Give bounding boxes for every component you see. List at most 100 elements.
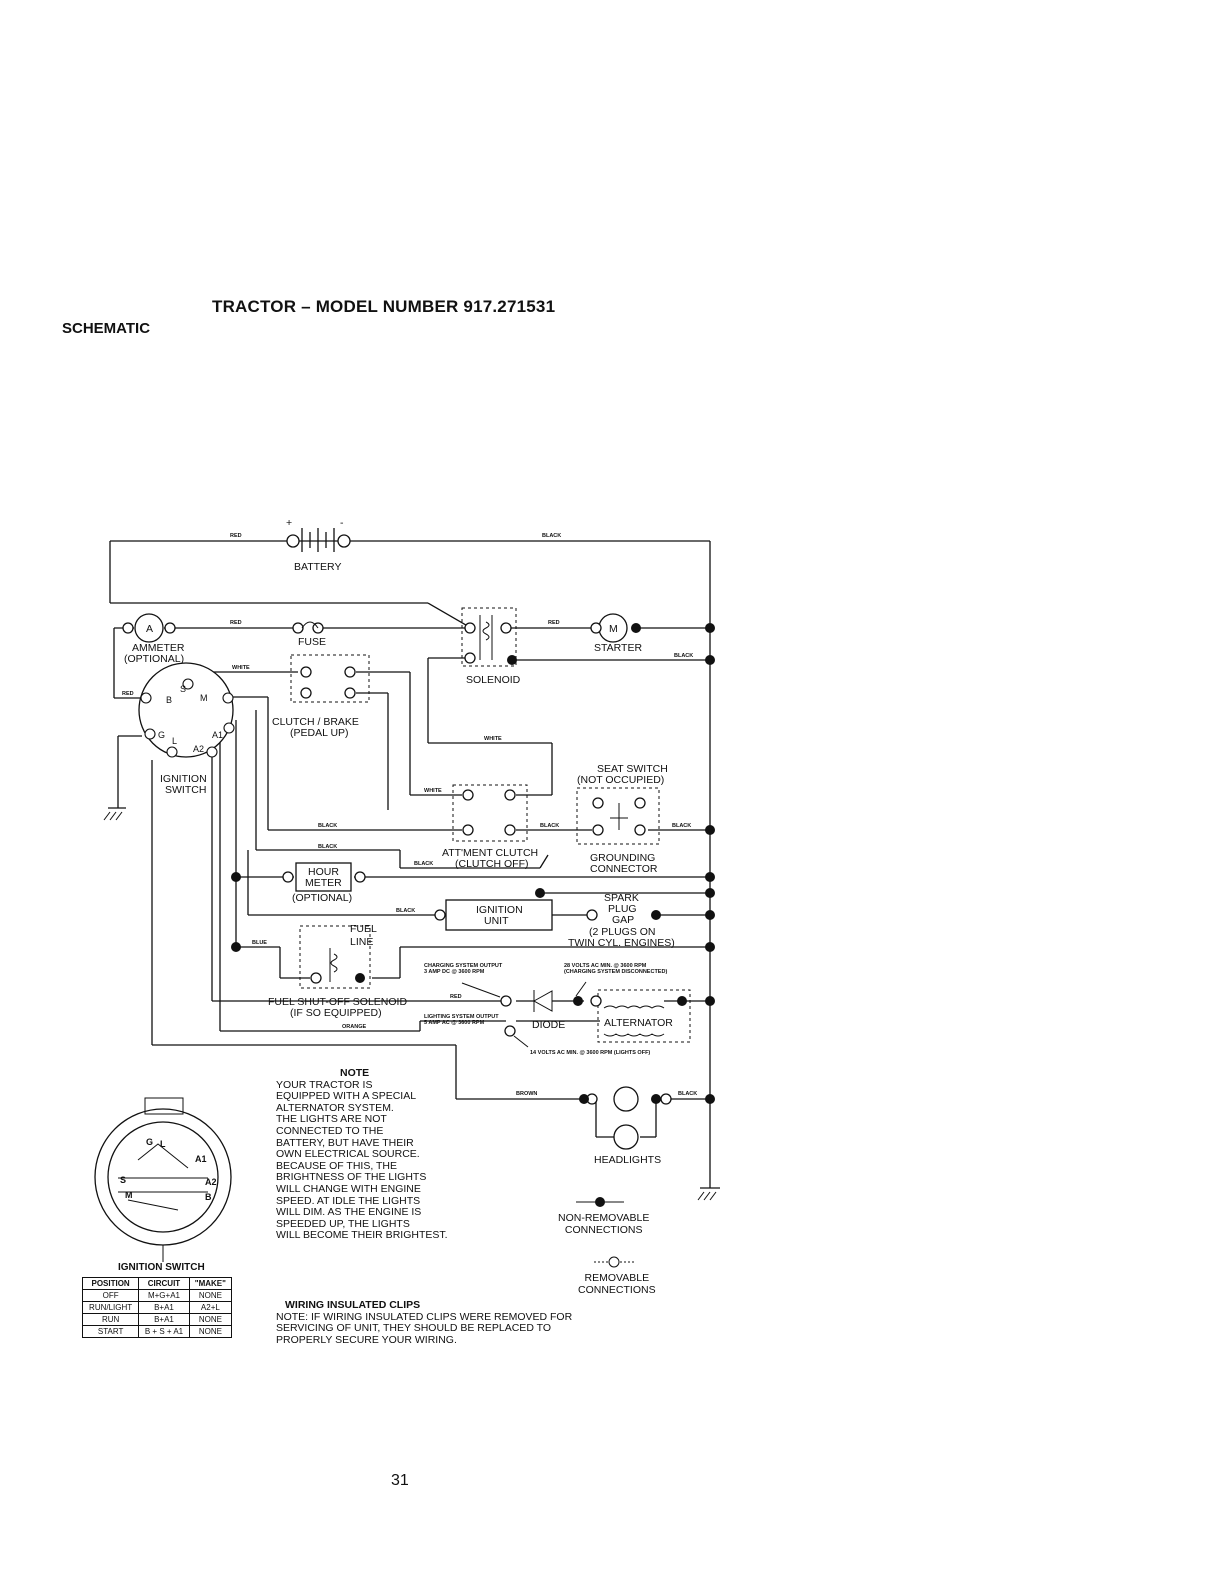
table-row: RUN B+A1 NONE (81, 1313, 233, 1326)
note-line: SPEEDED UP, THE LIGHTS (276, 1217, 410, 1230)
table-row: OFF M+G+A1 NONE (81, 1289, 233, 1302)
ammeter-symbol: A (146, 623, 153, 635)
face-g: G (146, 1137, 153, 1147)
wire-black-2: BLACK (674, 653, 693, 659)
table-cell: NONE (188, 1289, 233, 1302)
wire-black-1: BLACK (542, 533, 561, 539)
note-line: OWN ELECTRICAL SOURCE. (276, 1148, 420, 1161)
battery-minus: - (340, 517, 344, 529)
hour-meter-optional: (OPTIONAL) (292, 892, 352, 904)
attment-clutch-sub: (CLUTCH OFF) (455, 858, 529, 870)
fuel-solenoid-label: FUEL SHUT-OFF SOLENOID (268, 996, 407, 1008)
note-heading: NOTE (340, 1067, 370, 1079)
table-cell: NONE (188, 1313, 233, 1326)
seat-switch-label: SEAT SWITCH (597, 763, 668, 775)
volts28-1: 28 VOLTS AC MIN. @ 3600 RPM (564, 963, 647, 969)
ignition-switch-label-2: SWITCH (165, 784, 206, 796)
clips-note: WIRING INSULATED CLIPS NOTE: IF WIRING I… (276, 1299, 573, 1346)
wire-red-1: RED (230, 533, 242, 539)
term-l: L (172, 736, 177, 746)
note-line: EQUIPPED WITH A SPECIAL (276, 1090, 417, 1103)
hour-meter-label-2: METER (305, 877, 342, 889)
wire-white-2: WHITE (484, 736, 502, 742)
seat-switch-sub: (NOT OCCUPIED) (577, 774, 664, 786)
term-g: G (158, 730, 165, 740)
term-a2: A2 (193, 744, 204, 754)
table-cell: OFF (81, 1289, 140, 1302)
note-line: WILL BECOME THEIR BRIGHTEST. (276, 1229, 448, 1242)
alternator-label: ALTERNATOR (604, 1017, 673, 1029)
ignition-switch-table: POSITION CIRCUIT "MAKE" OFF M+G+A1 NONE … (81, 1277, 233, 1338)
wire-brown: BROWN (516, 1091, 537, 1097)
table-cell: RUN/LIGHT (81, 1301, 140, 1314)
spark-label-5: TWIN CYL. ENGINES) (568, 937, 675, 949)
ignition-unit-label-2: UNIT (484, 915, 509, 927)
alternator-note: NOTE YOUR TRACTOR IS EQUIPPED WITH A SPE… (276, 1067, 448, 1242)
charging-output-2: 3 AMP DC @ 3600 RPM (424, 969, 485, 975)
fuel-solenoid-sub: (IF SO EQUIPPED) (290, 1007, 382, 1019)
note-line: ALTERNATOR SYSTEM. (276, 1101, 394, 1114)
wire-white-1: WHITE (232, 665, 250, 671)
table-cell: NONE (188, 1325, 233, 1338)
lighting-output-2: 5 AMP AC @ 3600 RPM (424, 1020, 485, 1026)
table-cell: RUN (81, 1313, 140, 1326)
wire-red-2: RED (230, 620, 242, 626)
face-s: S (120, 1175, 126, 1185)
term-b: B (166, 695, 172, 705)
table-header: CIRCUIT (138, 1277, 190, 1290)
face-m: M (125, 1190, 133, 1200)
legend-removable-1: REMOVABLE (584, 1272, 650, 1284)
clips-heading: WIRING INSULATED CLIPS (285, 1299, 421, 1311)
ignition-table-caption: IGNITION SWITCH (118, 1262, 205, 1273)
grounding-label-2: CONNECTOR (590, 863, 658, 875)
table-cell: M+G+A1 (138, 1289, 190, 1302)
legend-removable: REMOVABLE CONNECTIONS (578, 1272, 656, 1296)
wire-red-5: RED (450, 994, 462, 1000)
note-line: BECAUSE OF THIS, THE (276, 1159, 397, 1172)
table-header-row: POSITION CIRCUIT "MAKE" (81, 1277, 233, 1290)
ignition-unit-label-1: IGNITION (476, 904, 523, 916)
note-line: SPEED. AT IDLE THE LIGHTS (276, 1194, 421, 1207)
wire-black-9: BLACK (678, 1091, 697, 1097)
note-line: WILL CHANGE WITH ENGINE (276, 1182, 421, 1195)
page-number: 31 (391, 1472, 409, 1489)
wire-black-7: BLACK (414, 861, 433, 867)
charging-output-1: CHARGING SYSTEM OUTPUT (424, 963, 503, 969)
table-header: "MAKE" (188, 1277, 233, 1290)
ignition-switch-label-1: IGNITION (160, 773, 207, 785)
fuse-label: FUSE (298, 636, 326, 648)
table-cell: B + S + A1 (138, 1325, 190, 1338)
term-a1: A1 (212, 730, 223, 740)
term-s: S (180, 684, 186, 694)
clips-line: NOTE: IF WIRING INSULATED CLIPS WERE REM… (276, 1310, 573, 1323)
spark-label-1: SPARK (604, 892, 639, 904)
face-a2: A2 (205, 1177, 217, 1187)
section-label: SCHEMATIC (62, 320, 151, 337)
grounding-label-1: GROUNDING (590, 852, 655, 864)
spark-label-4: (2 PLUGS ON (589, 926, 656, 938)
lighting-output-1: LIGHTING SYSTEM OUTPUT (424, 1014, 499, 1020)
spark-label-2: PLUG (608, 903, 637, 915)
page-title: TRACTOR – MODEL NUMBER 917.271531 (212, 297, 556, 316)
table-cell: B+A1 (138, 1301, 190, 1314)
fuel-label-1: FUEL (350, 923, 377, 935)
note-line: YOUR TRACTOR IS (276, 1078, 373, 1091)
fuel-label-2: LINE (350, 936, 373, 948)
attment-clutch-label: ATT'MENT CLUTCH (442, 847, 538, 859)
clips-line: PROPERLY SECURE YOUR WIRING. (276, 1333, 457, 1346)
solenoid-label: SOLENOID (466, 674, 521, 686)
face-l: L (160, 1139, 166, 1149)
wire-black-3: BLACK (318, 823, 337, 829)
face-a1: A1 (195, 1154, 207, 1164)
table-cell: START (81, 1325, 140, 1338)
face-b: B (205, 1192, 212, 1202)
wire-black-6: BLACK (318, 844, 337, 850)
table-row: RUN/LIGHT B+A1 A2+L (81, 1301, 233, 1314)
legend-non-removable-1: NON-REMOVABLE (558, 1212, 650, 1224)
starter-symbol: M (609, 623, 618, 635)
hour-meter-label-1: HOUR (308, 866, 339, 878)
battery-label: BATTERY (294, 561, 341, 573)
wire-blue: BLUE (252, 940, 267, 946)
term-m: M (200, 693, 208, 703)
